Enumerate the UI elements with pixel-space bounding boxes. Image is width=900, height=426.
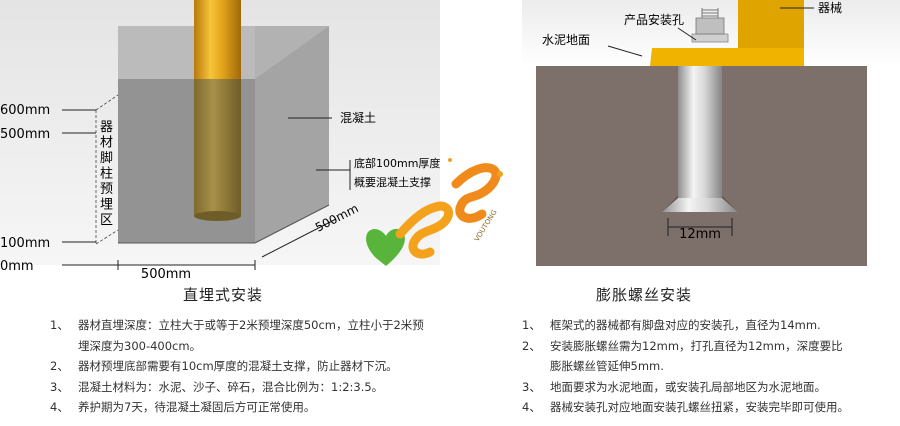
left-item-4: 4、养护期为7天，待混凝土凝固后方可正常使用。 bbox=[50, 397, 470, 418]
equipment-post bbox=[738, 0, 804, 48]
depth-100-label: 100mm bbox=[0, 236, 50, 251]
vertical-note-label: 器材脚柱预埋区 bbox=[100, 120, 113, 228]
vertical-note-char: 脚 bbox=[100, 150, 113, 166]
logo-swirl-orange-2 bbox=[451, 163, 501, 223]
nut bbox=[695, 17, 725, 35]
item-text: 器械安装孔对应地面安装孔螺丝扭紧，安装完毕即可使用。 bbox=[550, 400, 849, 414]
item-text: 混凝土材料为：水泥、沙子、碎石，混合比例为：1:2:3.5。 bbox=[78, 379, 384, 394]
post-above-ground bbox=[194, 0, 241, 79]
left-item-3: 3、混凝土材料为：水泥、沙子、碎石，混合比例为：1:2:3.5。 bbox=[50, 377, 470, 398]
bolt-flare bbox=[662, 198, 738, 212]
vertical-note-char: 预 bbox=[100, 182, 113, 197]
right-item-4: 4、器械安装孔对应地面安装孔螺丝扭紧，安装完毕即可使用。 bbox=[522, 397, 897, 418]
vertical-note-char: 柱 bbox=[100, 167, 113, 182]
concrete-label: 混凝土 bbox=[340, 110, 376, 125]
right-caption: 膨胀螺丝安装 bbox=[596, 286, 693, 304]
expansion-bolt-diagram: 产品安装孔 器械 水泥地面 12mm bbox=[522, 0, 900, 280]
washer bbox=[691, 33, 729, 43]
item-number: 1、 bbox=[522, 318, 541, 332]
heart-icon bbox=[366, 228, 405, 266]
item-number: 1、 bbox=[50, 318, 69, 332]
width-bottom-label: 500mm bbox=[141, 267, 191, 280]
logo-dot-2 bbox=[448, 158, 452, 162]
item-text: 器材预埋底部需要有10cm厚度的混凝土支撑，防止器材下沉。 bbox=[78, 359, 398, 373]
item-text: 地面要求为水泥地面，或安装孔局部地区为水泥地面。 bbox=[550, 379, 826, 394]
item-text-cont: 埋深度为300-400cm。 bbox=[78, 338, 202, 353]
bottom-note-line2: 概要混凝土支撑 bbox=[354, 175, 431, 189]
bottom-note-line1: 底部100mm厚度 bbox=[354, 156, 440, 170]
mount-hole-label: 产品安装孔 bbox=[624, 12, 684, 27]
depth-0-label: 0mm bbox=[0, 259, 34, 274]
hole-size-label: 12mm bbox=[679, 227, 721, 242]
dimension-lines bbox=[62, 109, 351, 270]
vertical-note-char: 材 bbox=[100, 136, 113, 151]
item-text-cont: 膨胀螺丝管延伸5mm. bbox=[550, 359, 664, 373]
left-item-2: 2、器材预埋底部需要有10cm厚度的混凝土支撑，防止器材下沉。 bbox=[50, 356, 470, 377]
equipment-label: 器械 bbox=[818, 0, 842, 15]
depth-600-label: 600mm bbox=[0, 103, 50, 118]
post-bottom bbox=[194, 211, 241, 221]
ground-label: 水泥地面 bbox=[542, 33, 590, 47]
right-instructions: 1、框架式的器械都有脚盘对应的安装孔，直径为14mm. 2、安装膨胀螺丝需为12… bbox=[522, 315, 897, 418]
expansion-bolt-svg: 产品安装孔 器械 水泥地面 12mm bbox=[522, 0, 900, 266]
leader-lines bbox=[607, 7, 814, 236]
left-instructions: 1、器材直埋深度：立柱大于或等于2米预埋深度50cm，立柱小于2米预埋深度为30… bbox=[50, 315, 470, 418]
vertical-note-char: 器 bbox=[100, 120, 113, 135]
post-buried bbox=[194, 79, 241, 216]
left-item-1: 1、器材直埋深度：立柱大于或等于2米预埋深度50cm，立柱小于2米预埋深度为30… bbox=[50, 315, 470, 356]
direct-burial-diagram: 600mm 500mm 100mm 0mm 500mm 500mm 混凝土 底部… bbox=[0, 0, 440, 282]
vertical-note-char: 埋 bbox=[100, 198, 113, 213]
right-item-1: 1、框架式的器械都有脚盘对应的安装孔，直径为14mm. bbox=[522, 315, 897, 336]
item-text: 框架式的器械都有脚盘对应的安装孔，直径为14mm. bbox=[550, 318, 821, 332]
item-number: 3、 bbox=[50, 379, 69, 394]
item-number: 2、 bbox=[50, 359, 69, 373]
item-number: 2、 bbox=[522, 338, 541, 353]
right-item-3: 3、地面要求为水泥地面，或安装孔局部地区为水泥地面。 bbox=[522, 377, 897, 398]
item-text: 养护期为7天，待混凝土凝固后方可正常使用。 bbox=[78, 400, 316, 414]
logo-swirl-orange bbox=[395, 201, 453, 259]
expansion-bolt bbox=[678, 58, 722, 198]
bolt-thread bbox=[701, 8, 719, 18]
item-number: 4、 bbox=[522, 400, 541, 414]
item-number: 4、 bbox=[50, 400, 69, 414]
depth-500-label: 500mm bbox=[0, 127, 50, 142]
item-number: 3、 bbox=[522, 379, 541, 394]
item-text: 器材直埋深度：立柱大于或等于2米预埋深度50cm，立柱小于2米预 bbox=[78, 318, 424, 332]
brand-logo: VOUTONG bbox=[360, 148, 530, 298]
base-side-line bbox=[254, 204, 330, 244]
logo-dot bbox=[497, 171, 503, 177]
hidden-box-lines bbox=[95, 94, 119, 245]
direct-burial-svg: 600mm 500mm 100mm 0mm 500mm 500mm 混凝土 底部… bbox=[0, 0, 440, 282]
item-text: 安装膨胀螺丝需为12mm，打孔直径为12mm，深度要比 bbox=[550, 338, 843, 353]
left-caption: 直埋式安装 bbox=[183, 286, 264, 304]
right-item-2: 2、安装膨胀螺丝需为12mm，打孔直径为12mm，深度要比膨胀螺丝管延伸5mm. bbox=[522, 336, 897, 377]
vertical-note-char: 区 bbox=[100, 213, 113, 228]
concrete-side-face bbox=[255, 26, 329, 243]
